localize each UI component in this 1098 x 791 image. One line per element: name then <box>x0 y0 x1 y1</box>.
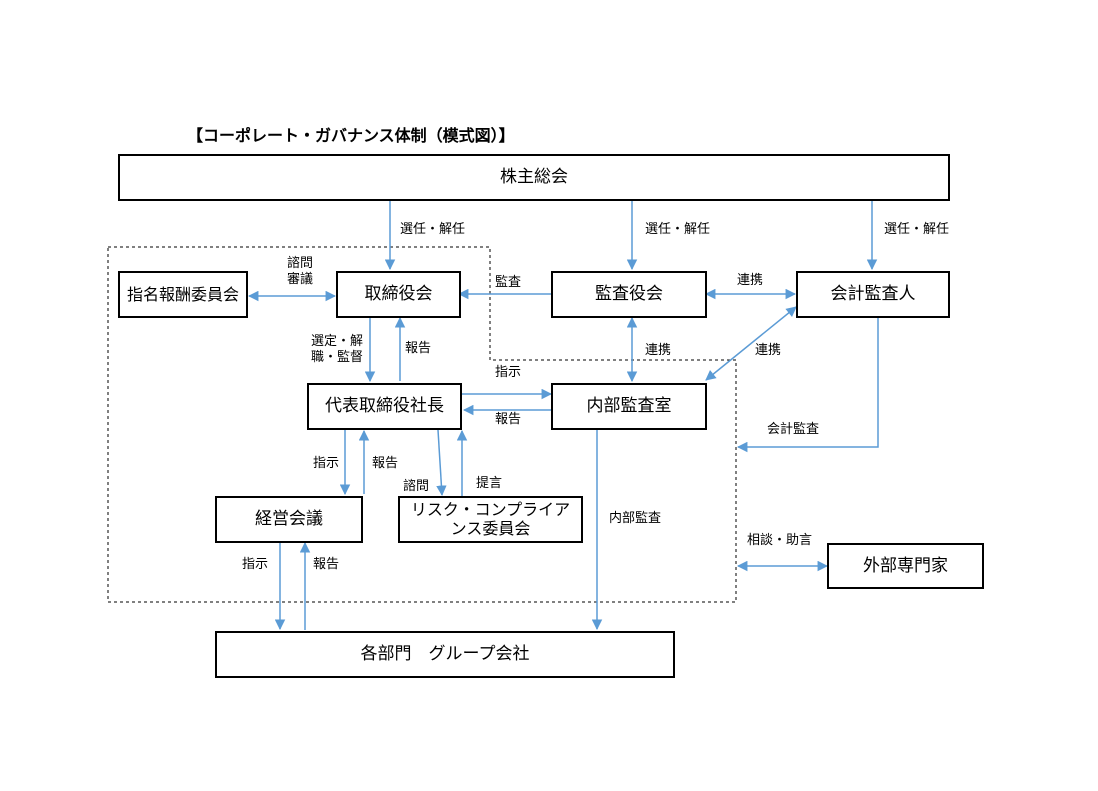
label-instruct-departments: 指示 <box>242 557 269 572</box>
departments-label: 各部門 グループ会社 <box>360 644 530 665</box>
label-selection-line1: 選定・解 <box>311 334 364 349</box>
label-instruct-internal: 指示 <box>495 365 522 380</box>
accounting-auditor-label: 会計監査人 <box>830 284 916 305</box>
label-proposal-risk: 提言 <box>476 476 503 491</box>
audit-board-box: 監査役会 <box>551 271 707 318</box>
nomination-committee-label: 指名報酬委員会 <box>126 284 239 304</box>
label-appoint-auditboard: 選任・解任 <box>645 222 711 237</box>
label-accounting-audit: 会計監査 <box>767 422 820 437</box>
label-cooperation-accountant-internal: 連携 <box>755 343 782 358</box>
shareholders-meeting-box: 株主総会 <box>118 154 950 201</box>
board-of-directors-box: 取締役会 <box>336 271 461 318</box>
internal-audit-label: 内部監査室 <box>586 396 672 417</box>
label-selection: 選定・解 職・監督 <box>311 334 363 367</box>
shareholders-meeting-label: 株主総会 <box>500 167 568 188</box>
label-report-board: 報告 <box>405 341 432 356</box>
label-cooperation-internal: 連携 <box>645 343 672 358</box>
departments-box: 各部門 グループ会社 <box>215 631 675 678</box>
president-box: 代表取締役社長 <box>307 383 462 430</box>
label-consult-risk: 諮問 <box>403 479 430 494</box>
arrow-president-risk <box>436 429 447 497</box>
label-audit: 監査 <box>495 275 522 290</box>
external-experts-label: 外部専門家 <box>863 555 948 576</box>
arrow-accountant-internalaudit <box>705 306 797 381</box>
accounting-auditor-box: 会計監査人 <box>796 271 950 318</box>
label-internal-audit: 内部監査 <box>609 511 662 526</box>
external-experts-box: 外部専門家 <box>827 543 984 589</box>
risk-committee-label-line2: ンス委員会 <box>450 518 531 538</box>
label-appoint-accountant: 選任・解任 <box>884 222 950 237</box>
label-selection-line2: 職・監督 <box>311 350 364 366</box>
internal-audit-box: 内部監査室 <box>551 383 707 430</box>
nomination-committee-box: 指名報酬委員会 <box>118 271 248 318</box>
label-consult-review: 諮問 審議 <box>287 256 313 289</box>
label-appoint-board: 選任・解任 <box>400 222 466 237</box>
label-report-management: 報告 <box>372 456 399 471</box>
management-meeting-label: 経営会議 <box>255 509 323 530</box>
label-consult-review-line1: 諮問 <box>287 256 314 271</box>
label-cooperation-accountant: 連携 <box>737 273 764 288</box>
label-instruct-management: 指示 <box>313 456 340 471</box>
label-report-departments: 報告 <box>313 557 340 572</box>
arrow-accounting-audit <box>736 317 879 453</box>
board-of-directors-label: 取締役会 <box>364 284 433 305</box>
label-consult-review-line2: 審議 <box>287 272 314 288</box>
risk-committee-label-line1: リスク・コンプライア <box>410 500 571 520</box>
management-meeting-box: 経営会議 <box>215 496 363 543</box>
diagram-title: 【コーポレート・ガバナンス体制（模式図）】 <box>187 126 515 145</box>
president-label: 代表取締役社長 <box>325 396 444 417</box>
label-advice: 相談・助言 <box>747 533 813 548</box>
label-report-internal: 報告 <box>495 412 522 427</box>
audit-board-label: 監査役会 <box>595 284 663 305</box>
risk-committee-box: リスク・コンプライア ンス委員会 <box>398 496 583 543</box>
